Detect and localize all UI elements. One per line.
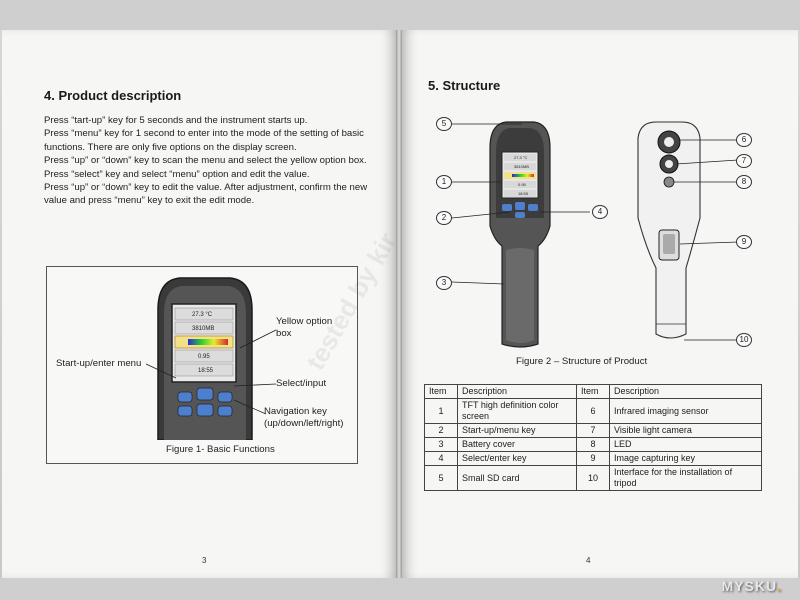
- booklet-spine: [396, 30, 402, 578]
- table-cell: Small SD card: [457, 465, 577, 491]
- marker-1: 1: [436, 175, 452, 189]
- paragraph-edit: Press “up” or “down” key to edit the val…: [44, 182, 368, 207]
- structure-table-header: Item Description Item Description: [424, 384, 762, 399]
- table-cell: 7: [576, 423, 610, 438]
- callout-startup-menu: Start-up/enter menu: [56, 358, 142, 369]
- paragraph-scan: Press “up” or “down” key to scan the men…: [44, 155, 367, 167]
- table-cell: Image capturing key: [609, 451, 762, 466]
- marker-10: 10: [736, 333, 752, 347]
- figure-2-caption: Figure 2 – Structure of Product: [516, 356, 648, 367]
- fig1-screen-time: 18:55: [198, 368, 214, 374]
- header-description-1: Description: [457, 384, 577, 399]
- table-cell: Visible light camera: [609, 423, 762, 438]
- table-cell: 8: [576, 437, 610, 452]
- brand-text: MYSKU: [721, 578, 778, 594]
- callout-select-input: Select/input: [276, 378, 327, 389]
- fig1-screen-emissivity: 0.95: [198, 354, 210, 360]
- table-cell: TFT high definition color screen: [457, 398, 577, 424]
- callout-yellow-line1: Yellow option: [276, 316, 333, 327]
- marker-3: 3: [436, 276, 452, 290]
- callout-yellow-option-box: Yellow option box: [276, 316, 332, 340]
- left-page-number: 3: [202, 556, 207, 565]
- table-cell: 4: [424, 451, 458, 466]
- table-cell: Select/enter key: [457, 451, 577, 466]
- table-cell: LED: [609, 437, 762, 452]
- fig2-screen-temp: 27.3 °C: [514, 155, 527, 160]
- figure-1-caption: Figure 1- Basic Functions: [166, 444, 275, 455]
- table-row: 3 Battery cover 8 LED: [424, 437, 762, 452]
- marker-9: 9: [736, 235, 752, 249]
- figure-2-side-view: [637, 121, 701, 339]
- paragraph-select: Press “select” key and select “menu” opt…: [44, 168, 310, 180]
- marker-8: 8: [736, 175, 752, 189]
- fig2-screen-storage: 3810MB: [514, 164, 529, 169]
- structure-table: Item Description Item Description 1 TFT …: [424, 384, 762, 491]
- table-row: 4 Select/enter key 9 Image capturing key: [424, 451, 762, 466]
- right-page-number: 4: [586, 556, 591, 565]
- table-cell: 9: [576, 451, 610, 466]
- table-cell: 3: [424, 437, 458, 452]
- header-item-1: Item: [424, 384, 458, 399]
- paragraph-startup: Press “tart-up” key for 5 seconds and th…: [44, 115, 308, 126]
- header-description-2: Description: [609, 384, 762, 399]
- fig2-screen-time: 18:55: [518, 191, 529, 196]
- table-cell: 6: [576, 398, 610, 424]
- table-cell: Battery cover: [457, 437, 577, 452]
- table-row: 2 Start-up/menu key 7 Visible light came…: [424, 423, 762, 438]
- table-cell: Start-up/menu key: [457, 423, 577, 438]
- product-description-text: Press “tart-up” key for 5 seconds and th…: [44, 114, 374, 208]
- brand-logo: MYSKU.: [722, 578, 782, 594]
- marker-5: 5: [436, 117, 452, 131]
- table-row: 5 Small SD card 10 Interface for the ins…: [424, 465, 762, 491]
- fig1-screen-temp: 27.3 °C: [192, 312, 213, 318]
- table-row: 1 TFT high definition color screen 6 Inf…: [424, 398, 762, 424]
- marker-6: 6: [736, 133, 752, 147]
- header-item-2: Item: [576, 384, 610, 399]
- table-cell: Interface for the installation of tripod: [609, 465, 762, 491]
- callout-navigation-key: Navigation key (up/down/left/right): [264, 406, 343, 430]
- figure-2-front-view: 27.3 °C 3810MB 0.95 18:55: [489, 121, 551, 348]
- callout-yellow-line2: box: [276, 328, 292, 339]
- marker-4: 4: [592, 205, 608, 219]
- table-cell: 5: [424, 465, 458, 491]
- table-cell: 2: [424, 423, 458, 438]
- brand-dot: .: [777, 578, 782, 594]
- right-page-heading: 5. Structure: [428, 78, 501, 93]
- marker-2: 2: [436, 211, 452, 225]
- fig2-screen-emissivity: 0.95: [518, 182, 527, 187]
- figure-1-device-illustration: 27.3 °C 3810MB 0.95 18:55: [157, 277, 253, 440]
- callout-navigation-line1: Navigation key: [264, 406, 327, 417]
- table-cell: 10: [576, 465, 610, 491]
- table-cell: Infrared imaging sensor: [609, 398, 762, 424]
- marker-7: 7: [736, 154, 752, 168]
- table-cell: 1: [424, 398, 458, 424]
- left-page-heading: 4. Product description: [44, 88, 182, 103]
- paragraph-menu: Press “menu” key for 1 second to enter i…: [44, 128, 364, 153]
- fig1-screen-storage: 3810MB: [192, 326, 214, 332]
- callout-navigation-line2: (up/down/left/right): [264, 418, 344, 429]
